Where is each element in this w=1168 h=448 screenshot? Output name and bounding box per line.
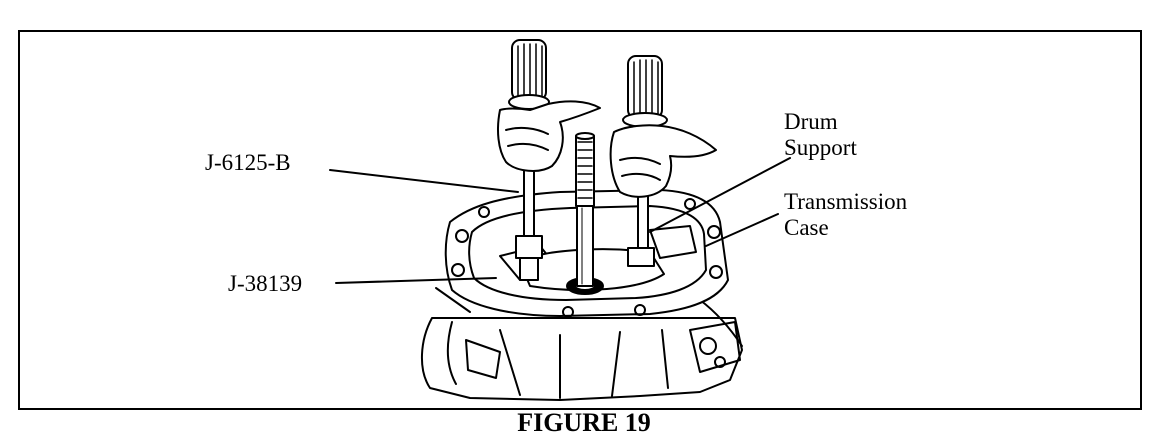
label-drum: Drum [784,109,838,134]
left-puller-tool [497,39,601,281]
figure-frame [18,30,1142,410]
leader-lines [329,157,791,284]
leader-drum-support [649,157,791,233]
label-case: Case [784,215,829,240]
figure-caption: FIGURE 19 [517,408,651,437]
label-support: Support [784,135,857,160]
center-shaft [575,132,595,287]
leader-j38139 [335,277,497,284]
label-j6125b: J-6125-B [205,150,291,175]
transmission-body [420,287,743,401]
leader-j6125b [329,169,519,193]
label-j38139: J-38139 [228,271,303,296]
label-transmission: Transmission [784,189,908,214]
leader-transmission-case [705,213,779,247]
right-puller-tool [609,55,717,267]
